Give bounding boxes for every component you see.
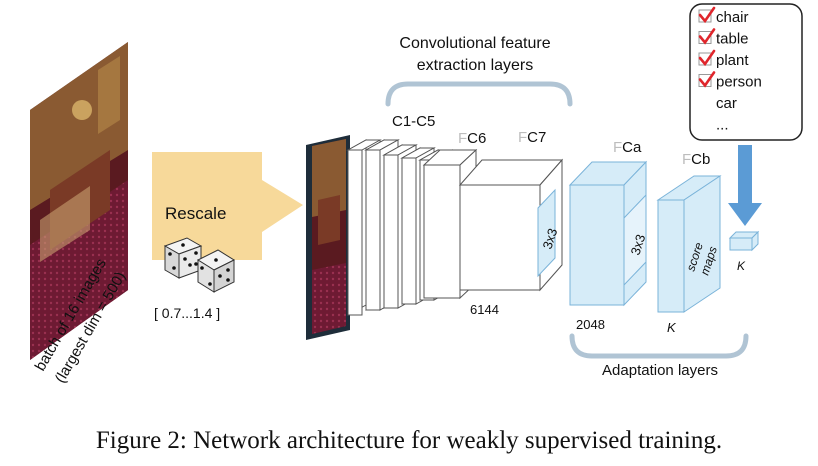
adaptation-title: Adaptation layers bbox=[602, 362, 718, 379]
class-item: person bbox=[698, 71, 762, 91]
class-label: table bbox=[716, 31, 749, 48]
class-label: chair bbox=[716, 9, 749, 26]
feature-title-line2: extraction layers bbox=[417, 57, 534, 74]
rescale-label: Rescale bbox=[165, 204, 226, 223]
class-item: table bbox=[698, 28, 749, 48]
conv-label: C1-C5 bbox=[392, 113, 435, 130]
fcb-block bbox=[656, 175, 722, 313]
checkmark-icon bbox=[698, 71, 716, 88]
fc7-block bbox=[458, 158, 564, 292]
conv-layers-c1-c5 bbox=[346, 139, 478, 316]
figure-caption: Figure 2: Network architecture for weakl… bbox=[96, 427, 722, 454]
feature-title-line1: Convolutional feature bbox=[399, 35, 550, 52]
fc7-dim: 6144 bbox=[470, 302, 499, 317]
fcb-dim: K bbox=[667, 320, 677, 335]
class-item: car bbox=[716, 95, 737, 112]
fcb-label: FCb bbox=[682, 151, 710, 168]
output-arrow bbox=[728, 145, 762, 226]
fca-dim: 2048 bbox=[576, 317, 605, 332]
class-label: person bbox=[716, 74, 762, 91]
rescale-arrow bbox=[152, 152, 303, 260]
output-vector bbox=[728, 230, 760, 252]
checkmark-icon bbox=[698, 6, 716, 24]
feature-brace bbox=[385, 81, 573, 107]
fc7-label: FC7 bbox=[518, 129, 546, 146]
class-list: chair table plant person car... bbox=[698, 6, 762, 134]
class-label: plant bbox=[716, 52, 749, 69]
class-label: car bbox=[716, 95, 737, 112]
dice-icon bbox=[163, 237, 236, 293]
checkmark-icon bbox=[698, 49, 716, 67]
class-item: plant bbox=[698, 49, 749, 69]
class-list-box bbox=[689, 3, 803, 141]
checkmark-icon bbox=[698, 28, 716, 45]
fca-kernel: 3x3 bbox=[628, 232, 649, 257]
fca-label: FCa bbox=[613, 139, 642, 156]
class-item: ... bbox=[716, 117, 729, 134]
adaptation-brace bbox=[569, 333, 749, 359]
fca-block bbox=[568, 160, 648, 307]
input-photo bbox=[30, 42, 128, 360]
fc6-label: FC6 bbox=[458, 130, 486, 147]
class-label: ... bbox=[716, 117, 729, 134]
output-dim: K bbox=[737, 259, 746, 273]
class-item: chair bbox=[698, 6, 749, 26]
fc7-kernel: 3x3 bbox=[540, 226, 561, 251]
rescaled-image bbox=[306, 135, 350, 340]
rescale-range: [ 0.7...1.4 ] bbox=[154, 305, 220, 321]
